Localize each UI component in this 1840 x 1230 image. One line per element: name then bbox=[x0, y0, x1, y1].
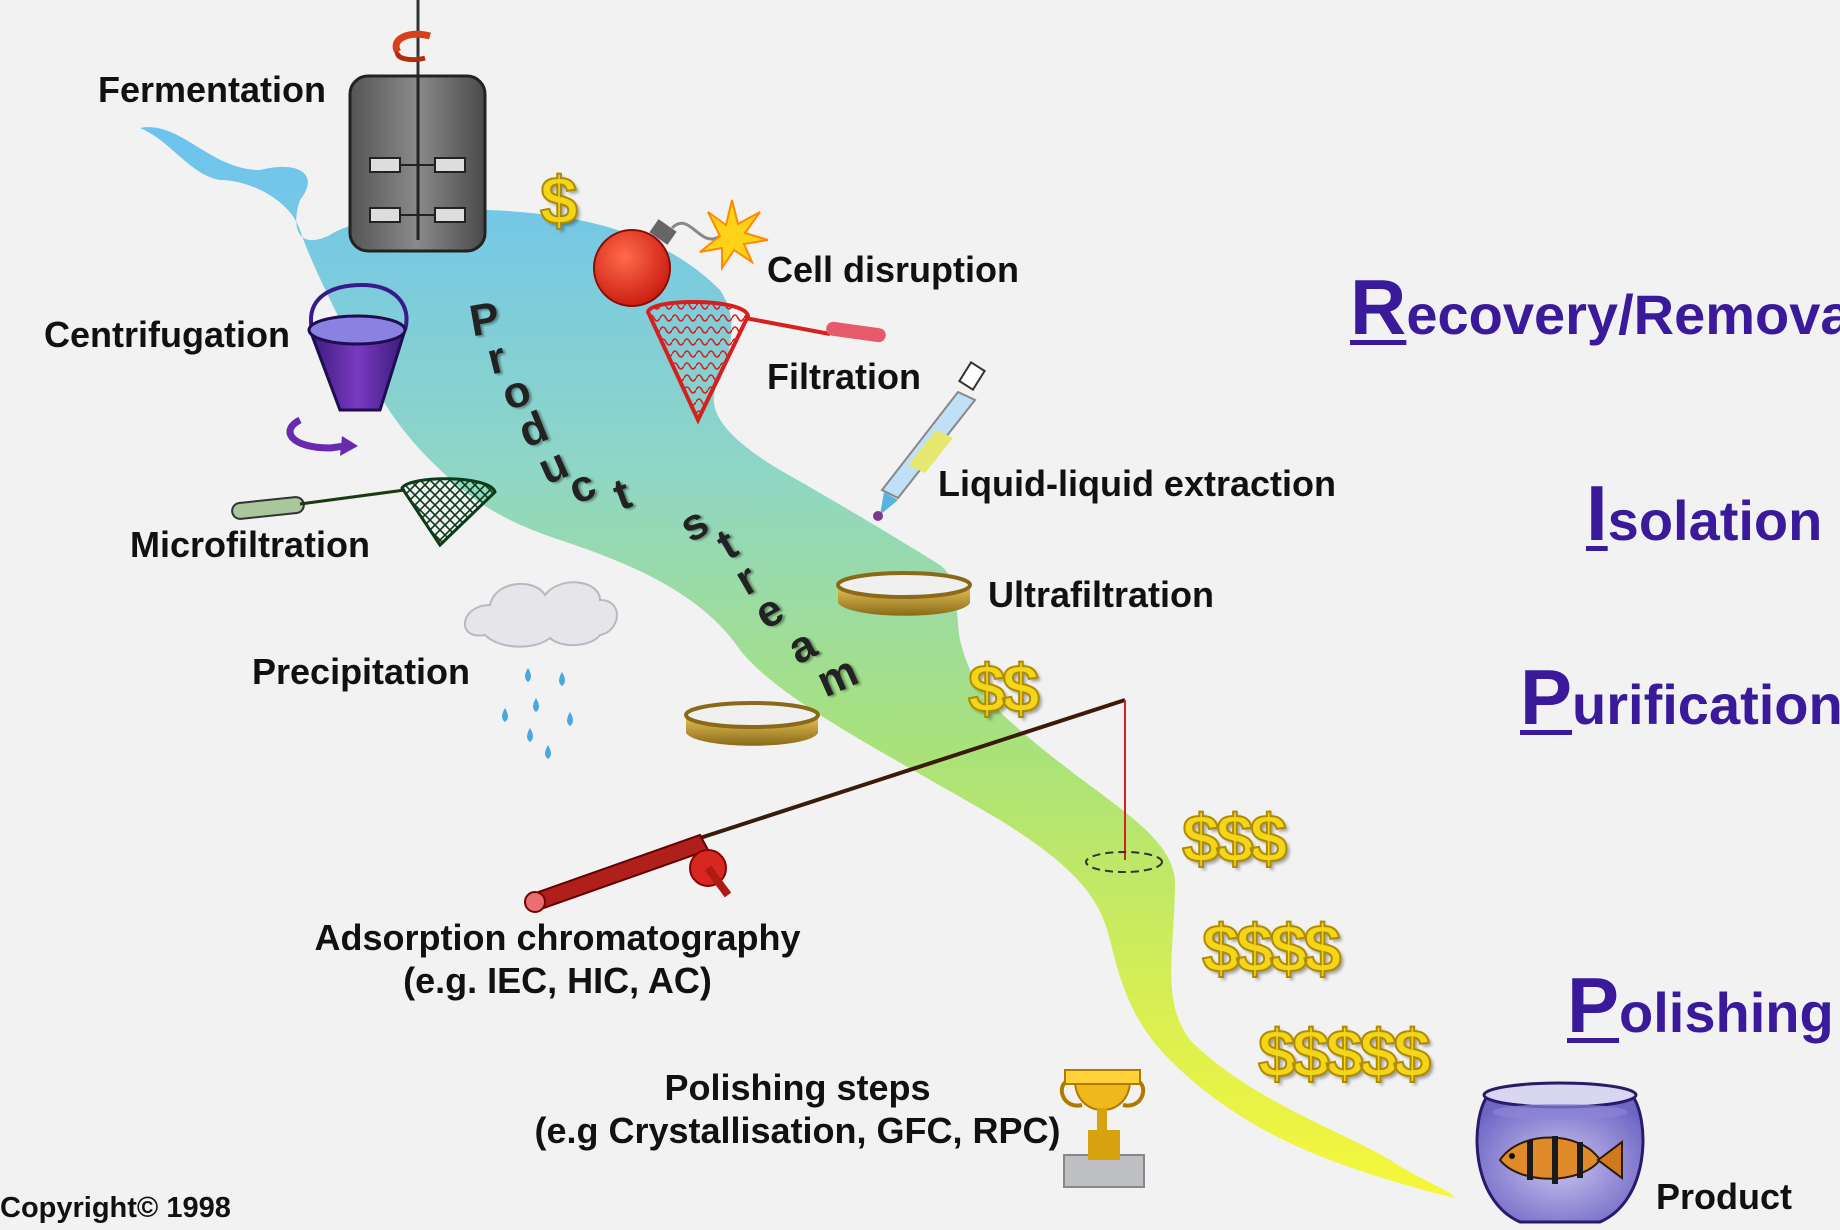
stage-polishing: Polishing bbox=[1567, 960, 1834, 1051]
label-polishing-steps: Polishing steps (e.g Crystallisation, GF… bbox=[520, 1066, 1075, 1152]
stage-initial: P bbox=[1567, 961, 1620, 1049]
centrifuge-bucket-icon bbox=[286, 282, 409, 456]
cost-marker-5: $$$$$ bbox=[1257, 1015, 1432, 1093]
filter-disc-icon bbox=[684, 701, 820, 746]
extraction-pipette-icon bbox=[873, 361, 986, 521]
stage-recovery-removal: Recovery/Removal bbox=[1350, 262, 1840, 353]
precipitation-cloud-icon bbox=[464, 581, 618, 759]
stage-isolation: Isolation bbox=[1586, 468, 1822, 559]
label-adsorption-chromatography: Adsorption chromatography (e.g. IEC, HIC… bbox=[300, 916, 815, 1002]
stage-rest: solation bbox=[1607, 489, 1823, 552]
cost-marker-3: $$$ bbox=[1181, 800, 1288, 878]
cost-marker-4: $$$$ bbox=[1201, 910, 1342, 988]
fishing-rod-icon bbox=[524, 698, 1163, 913]
fermenter-vessel-icon bbox=[348, 0, 487, 253]
label-filtration: Filtration bbox=[767, 356, 921, 397]
trophy-icon bbox=[1059, 1069, 1146, 1188]
adsorption-line-1: Adsorption chromatography bbox=[314, 917, 801, 958]
label-cell-disruption: Cell disruption bbox=[767, 249, 1019, 290]
product-stream bbox=[140, 127, 1455, 1198]
stage-rest: urification bbox=[1572, 673, 1840, 736]
cell-disruption-bomb-icon bbox=[593, 199, 769, 307]
label-centrifugation: Centrifugation bbox=[44, 314, 290, 355]
stage-rest: ecovery/Removal bbox=[1406, 283, 1840, 346]
filtration-net-icon bbox=[645, 300, 886, 425]
ultrafiltration-disc-icon bbox=[836, 571, 972, 616]
stage-initial: I bbox=[1586, 469, 1608, 557]
label-ultrafiltration: Ultrafiltration bbox=[988, 574, 1215, 615]
stage-purification: Purification bbox=[1520, 652, 1840, 743]
label-precipitation: Precipitation bbox=[252, 651, 471, 692]
label-liquid-liquid-extraction: Liquid-liquid extraction bbox=[938, 463, 1336, 504]
polishing-line-1: Polishing steps bbox=[664, 1067, 931, 1108]
label-fermentation: Fermentation bbox=[98, 69, 327, 110]
label-product: Product bbox=[1656, 1176, 1793, 1217]
label-microfiltration: Microfiltration bbox=[130, 524, 370, 565]
microfiltration-net-icon bbox=[231, 477, 497, 548]
stage-initial: P bbox=[1520, 653, 1573, 741]
cost-marker-2: $$ bbox=[967, 650, 1041, 728]
fish-bowl-icon bbox=[1475, 1081, 1645, 1224]
copyright-notice: Copyright© 1998 bbox=[0, 1192, 231, 1224]
adsorption-line-2: (e.g. IEC, HIC, AC) bbox=[403, 960, 712, 1002]
polishing-line-2: (e.g Crystallisation, GFC, RPC) bbox=[534, 1110, 1061, 1152]
stage-initial: R bbox=[1350, 263, 1407, 351]
stage-rest: olishing bbox=[1619, 981, 1834, 1044]
cost-marker-1: $ bbox=[539, 162, 579, 240]
